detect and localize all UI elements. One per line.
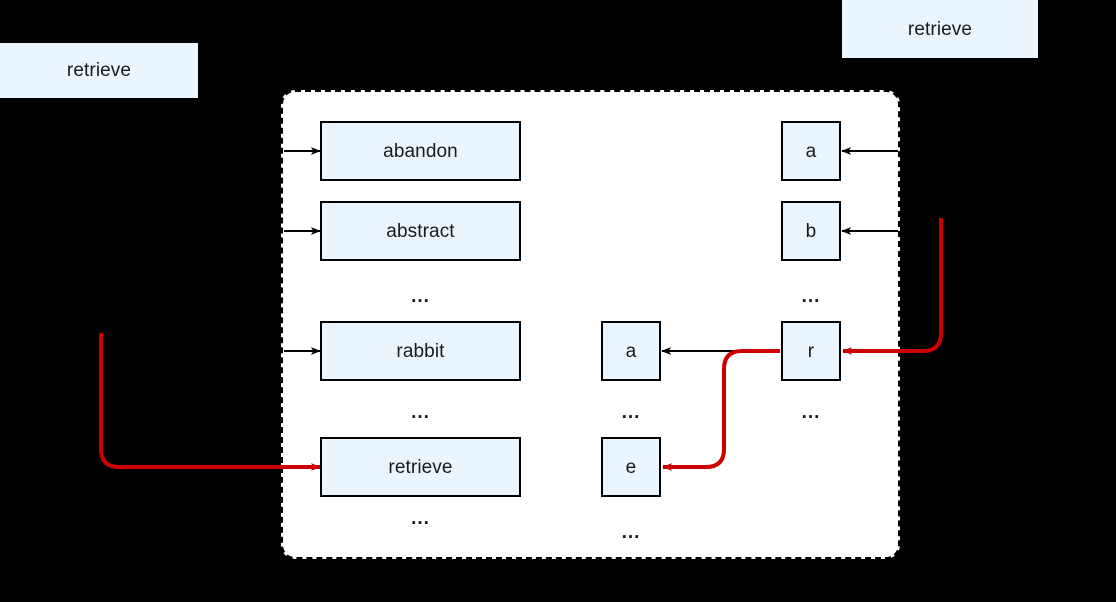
ellipsis-words-2: ... <box>411 402 430 423</box>
ellipsis-first-letter-2: ... <box>801 402 821 423</box>
node-letter-r-first[interactable]: r <box>781 321 841 381</box>
node-letter-b-first[interactable]: b <box>781 201 841 261</box>
node-letter-a-second[interactable]: a <box>601 321 661 381</box>
query-label-left: retrieve <box>0 43 198 98</box>
node-word-abstract[interactable]: abstract <box>320 201 521 261</box>
ellipsis-second-letter-2: ... <box>621 522 641 543</box>
edge-query-to-r <box>842 218 943 355</box>
node-letter-a-first[interactable]: a <box>781 121 841 181</box>
node-letter-e-second[interactable]: e <box>601 437 661 497</box>
query-label-right: retrieve <box>842 0 1038 58</box>
ellipsis-first-letter-1: ... <box>801 286 821 307</box>
ellipsis-second-letter-1: ... <box>621 402 641 423</box>
edge-r-to-e <box>662 349 780 471</box>
node-word-abandon[interactable]: abandon <box>320 121 521 181</box>
node-word-rabbit[interactable]: rabbit <box>320 321 521 381</box>
ellipsis-words-1: ... <box>411 286 430 307</box>
node-word-retrieve[interactable]: retrieve <box>320 437 521 497</box>
edge-e-to-retrieve <box>99 333 321 471</box>
ellipsis-words-3: ... <box>411 508 430 529</box>
